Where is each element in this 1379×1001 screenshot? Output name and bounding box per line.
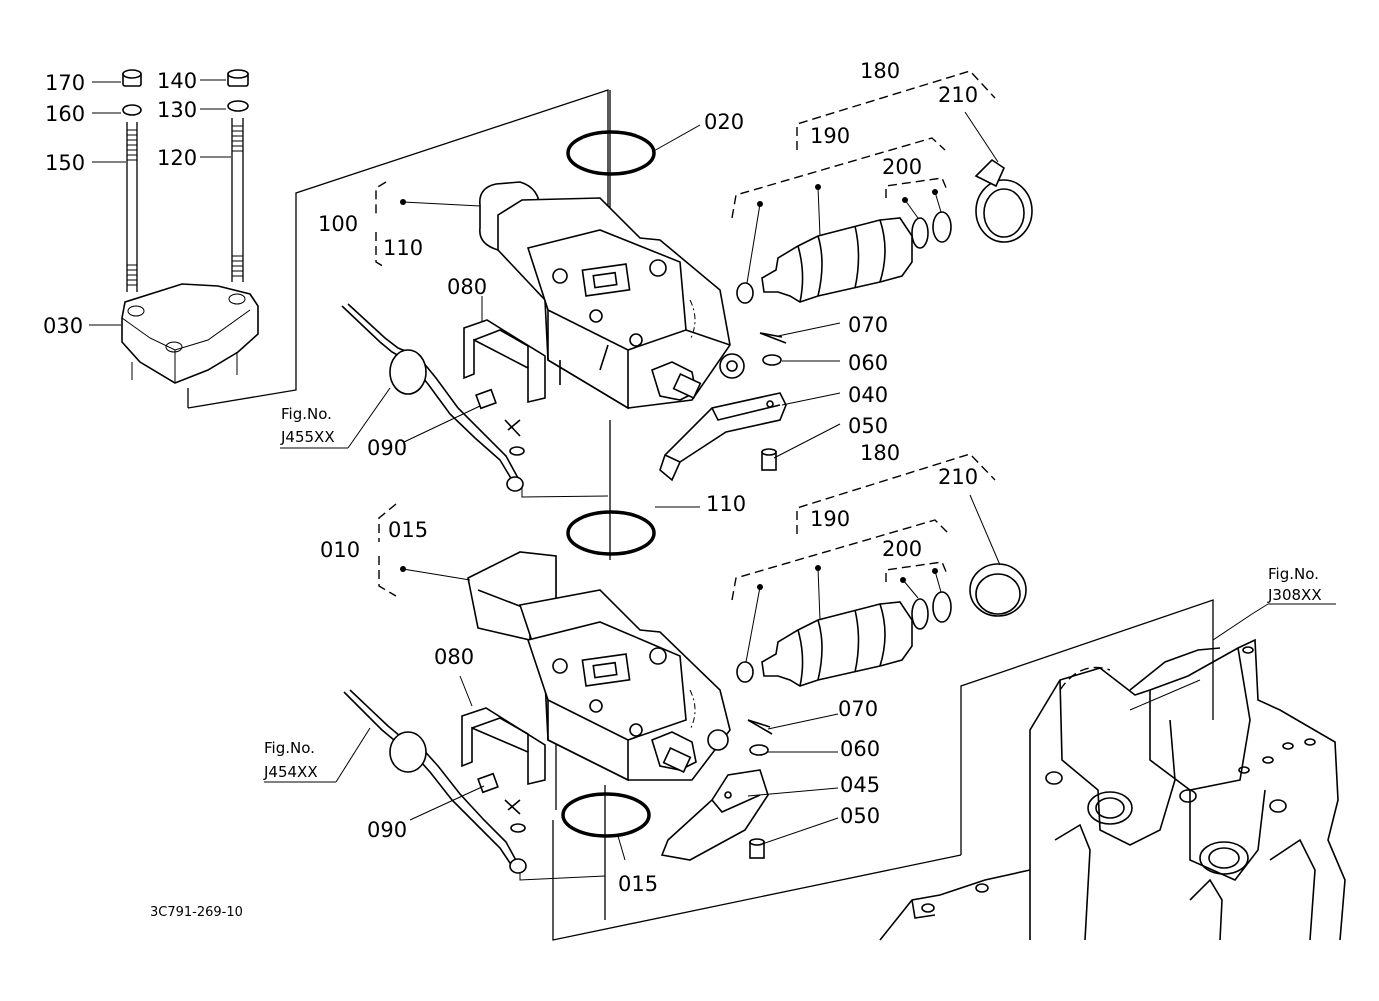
fig-ref-upper-title: Fig.No. [281,405,332,423]
label-010: 010 [320,538,360,562]
o-ring-110-part [566,510,656,556]
plug-090-upper-part [475,388,497,410]
label-060-upper: 060 [848,351,888,375]
seal-200-a-upper-part [911,217,929,249]
label-140: 140 [157,69,197,93]
label-045: 045 [840,773,880,797]
label-030: 030 [43,314,83,338]
leader-lines [264,111,1336,881]
seal-200-b-upper-part [932,211,952,243]
seal-200-b-lower-part [932,591,952,623]
nut-170-part [122,69,142,87]
bolt-050-upper-part [761,448,777,471]
label-080-lower: 080 [434,645,474,669]
grouping-brackets [375,70,996,601]
label-100: 100 [318,212,358,236]
bolt-050-lower-part [749,838,765,859]
label-180-lower: 180 [860,441,900,465]
label-110-oring: 110 [706,492,746,516]
stud-120-part [231,118,244,282]
label-090-upper: 090 [367,436,407,460]
cartridge-190-upper-part [761,217,913,303]
fig-ref-lower-number: J454XX [263,763,318,781]
o-ring-020-part [566,130,656,176]
fig-ref-upper-number: J455XX [280,428,335,446]
washer-160-part [122,104,142,116]
label-170: 170 [45,71,85,95]
cap-210-upper-part [974,158,1033,243]
stud-150-part [126,122,138,292]
lever-045-part [660,769,769,861]
label-200-upper: 200 [882,155,922,179]
label-110-sub: 110 [383,236,423,260]
pin-070-upper-part [759,332,787,344]
label-210-lower: 210 [938,465,978,489]
lever-040-part [659,392,787,482]
label-090-lower: 090 [367,818,407,842]
label-015-sub: 015 [388,518,428,542]
stud-assembly [89,69,259,384]
fig-ref-body-number: J308XX [1267,586,1322,604]
label-150: 150 [45,151,85,175]
o-ring-cart-lower-part [736,661,754,683]
label-040: 040 [848,383,888,407]
label-060-lower: 060 [840,737,880,761]
label-190-lower: 190 [810,507,850,531]
fig-ref-body-title: Fig.No. [1268,565,1319,583]
control-cable-upper-part [341,303,525,492]
plug-090-lower-part [477,772,499,794]
bracket-080-lower-part [461,707,546,786]
label-080-upper: 080 [447,275,487,299]
figure-references: Fig.No. J455XX Fig.No. J454XX Fig.No. J3… [263,405,1322,781]
label-070-upper: 070 [848,313,888,337]
washer-060-lower-part [749,744,769,756]
seal-200-a-lower-part [911,598,929,630]
cover-plate-030-part [121,283,259,384]
part-number-labels: 170 160 150 140 130 120 030 100 110 020 … [43,59,978,896]
drawing-code: 3C791-269-10 [150,905,243,920]
label-050-lower: 050 [840,804,880,828]
label-015-oring: 015 [618,872,658,896]
label-200-lower: 200 [882,537,922,561]
label-180-upper: 180 [860,59,900,83]
label-070-lower: 070 [838,697,878,721]
washer-060-upper-part [762,354,782,366]
label-020: 020 [704,110,744,134]
label-120: 120 [157,146,197,170]
lower-valve-group [343,551,1027,874]
label-190-upper: 190 [810,124,850,148]
cartridge-190-lower-part [761,601,913,687]
label-130: 130 [157,98,197,122]
o-ring-015-part [561,792,651,838]
nut-140-part [227,69,249,87]
label-210-upper: 210 [938,83,978,107]
label-160: 160 [45,102,85,126]
pin-070-lower-part [747,719,773,735]
o-ring-cart-upper-part [736,282,754,304]
control-cable-lower-part [343,689,527,874]
label-050-upper: 050 [848,414,888,438]
transmission-housing-part [879,638,1346,941]
bracket-080-upper-part [463,319,546,404]
fig-ref-lower-title: Fig.No. [264,739,315,757]
washer-130-part [227,100,249,112]
cap-210-lower-part [969,563,1027,617]
upper-valve-group [341,158,1033,492]
